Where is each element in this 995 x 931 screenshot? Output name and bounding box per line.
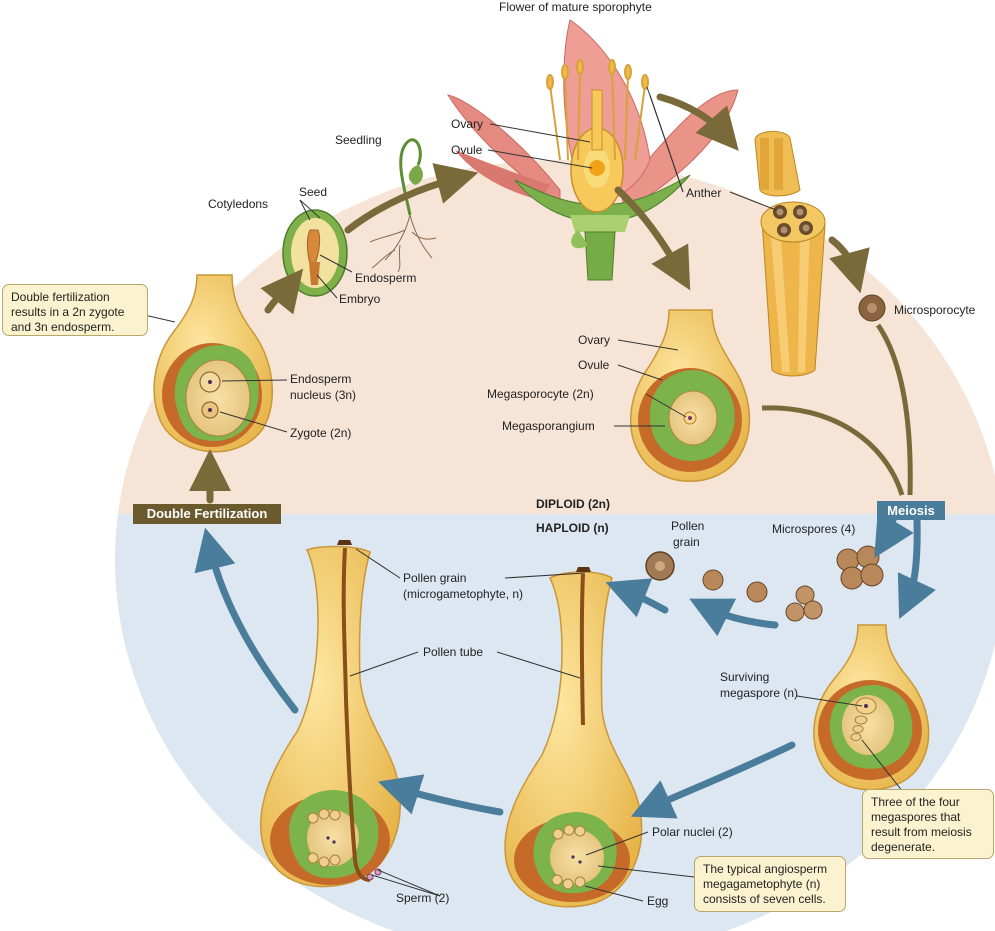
label-pollen-grain-1: Pollen — [671, 519, 704, 533]
label-endosperm-nucleus-2: nucleus (3n) — [290, 388, 356, 402]
arrow-pollen-tube-to-double-fertilization — [194, 527, 299, 714]
arrow-megaspore-to-gametophyte — [630, 741, 796, 819]
ovule-with-pollen-tube-center — [504, 567, 643, 908]
label-anther: Anther — [686, 186, 721, 200]
label-ovary-flower: Ovary — [451, 117, 483, 131]
note-line: megagametophyte (n) — [703, 877, 821, 891]
label-ovary-mid: Ovary — [578, 333, 610, 347]
label-microspores: Microspores (4) — [772, 522, 855, 536]
label-surviving-1: Surviving — [720, 670, 769, 684]
arrow-microspores-to-pollen — [689, 598, 779, 637]
note-line: degenerate. — [871, 840, 936, 854]
dividing-microspores — [785, 585, 823, 622]
label-egg: Egg — [647, 894, 668, 908]
arrow-flower-to-ovule — [614, 186, 691, 291]
label-surviving-2: megaspore (n) — [720, 686, 798, 700]
label-cotyledons: Cotyledons — [208, 197, 268, 211]
label-embryo: Embryo — [339, 292, 381, 306]
note-line: Double fertilization — [11, 290, 110, 304]
anther — [754, 131, 826, 377]
label-ovule-mid: Ovule — [578, 358, 610, 372]
ovule-with-pollen-tube-left — [260, 540, 401, 888]
note-degenerate-megaspores: Three of the four megaspores that result… — [862, 789, 994, 859]
ovule-megasporocyte — [630, 309, 751, 482]
single-microspore — [746, 581, 768, 603]
note-double-fertilization: Double fertilization results in a 2n zyg… — [2, 284, 148, 336]
arrow-meiosis-to-megaspore — [897, 516, 936, 620]
note-line: consists of seven cells. — [703, 892, 826, 906]
arrow-pollen-to-grain — [605, 578, 669, 618]
label-seedling: Seedling — [335, 133, 382, 147]
label-pollen-tube: Pollen tube — [423, 645, 483, 659]
label-pollen-grain-2: grain — [673, 535, 700, 549]
note-line: megaspores that — [871, 810, 961, 824]
label-diploid: DIPLOID (2n) — [536, 497, 610, 511]
note-line: The typical angiosperm — [703, 862, 828, 876]
microspore-tetrad — [836, 545, 884, 590]
arrow-anther-to-microsporocyte — [828, 236, 870, 294]
label-polar-nuclei: Polar nuclei (2) — [652, 825, 733, 839]
label-seed: Seed — [299, 185, 327, 199]
label-pollen-grain-micro-2: (microgametophyte, n) — [403, 587, 523, 601]
arrow-meiosis-to-microspores — [874, 511, 914, 559]
label-haploid: HAPLOID (n) — [536, 521, 609, 535]
label-endosperm: Endosperm — [355, 271, 416, 285]
label-endosperm-nucleus-1: Endosperm — [290, 372, 351, 386]
arrow-seedling-to-flower — [344, 163, 479, 234]
label-megasporocyte: Megasporocyte (2n) — [487, 387, 594, 401]
arrow-flower-to-anther — [656, 93, 739, 151]
note-line: Three of the four — [871, 795, 960, 809]
label-flower: Flower of mature sporophyte — [499, 0, 652, 14]
ovule-fertilized — [153, 274, 273, 453]
note-megagametophyte: The typical angiosperm megagametophyte (… — [694, 856, 846, 912]
arrow-gametophyte-to-fertilization — [377, 774, 504, 816]
label-pollen-grain-micro-1: Pollen grain — [403, 571, 466, 585]
double-fertilization-tag: Double Fertilization — [133, 504, 281, 524]
arrow-megasporocyte-to-meiosis — [761, 405, 905, 496]
note-line: result from meiosis — [871, 825, 972, 839]
arrow-ovule-to-seed — [260, 268, 304, 315]
label-sperm: Sperm (2) — [396, 891, 449, 905]
meiosis-tag: Meiosis — [877, 501, 945, 520]
label-ovule-flower: Ovule — [451, 143, 483, 157]
label-megasporangium: Megasporangium — [502, 419, 595, 433]
label-microsporocyte: Microsporocyte — [894, 303, 976, 317]
note-line: results in a 2n zygote — [11, 305, 125, 319]
arrow-microsporocyte-to-meiosis — [875, 323, 913, 496]
label-zygote: Zygote (2n) — [290, 426, 351, 440]
young-pollen — [702, 569, 724, 591]
flower — [446, 19, 739, 281]
note-line: and 3n endosperm. — [11, 320, 115, 334]
ovule-surviving-megaspore — [813, 624, 930, 791]
